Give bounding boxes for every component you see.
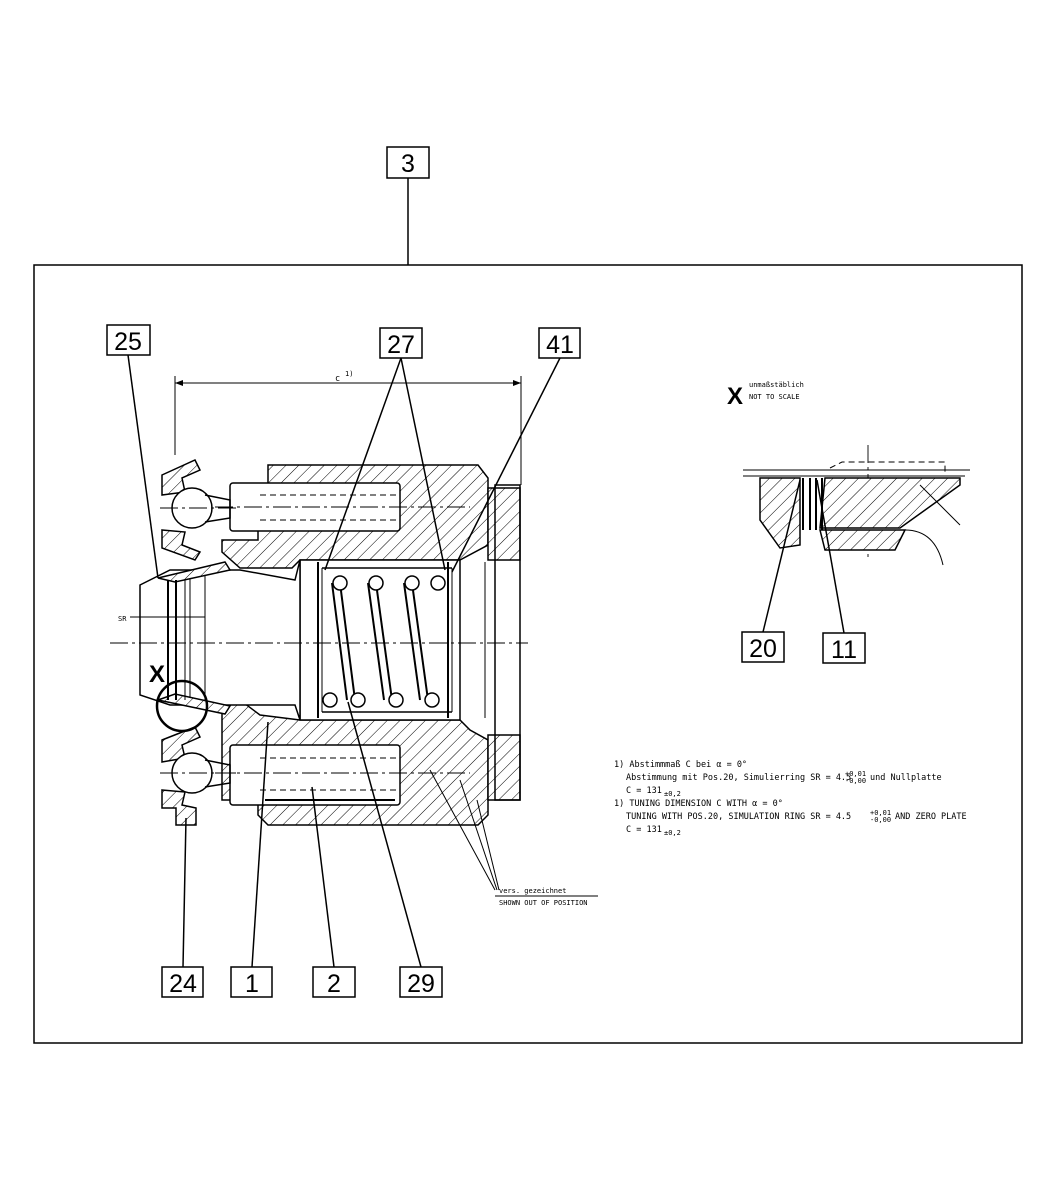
note-en-tol-lower: -0,00 [870, 816, 891, 824]
callout-3-label: 3 [401, 150, 415, 178]
callout-24-label: 24 [169, 970, 197, 998]
note-de-tol-lower: -0,00 [845, 777, 866, 785]
springs [322, 575, 446, 708]
upper-ball-joint [160, 459, 240, 561]
callout-2: 2 [311, 786, 356, 998]
callout-20-label: 20 [749, 635, 777, 663]
callout-1-label: 1 [245, 970, 259, 998]
note-en-tol-upper: +0,01 [870, 809, 891, 817]
callout-27-label: 27 [387, 331, 415, 359]
callout-29: 29 [347, 701, 443, 998]
note-en-line2-end: AND ZERO PLATE [895, 812, 967, 822]
detail-piston [819, 477, 961, 529]
piston [139, 559, 301, 721]
note-de-tol-upper: +0,01 [845, 770, 866, 778]
callout-41-label: 41 [546, 331, 574, 359]
callout-1: 1 [230, 721, 273, 998]
right-flange-lower [487, 734, 521, 801]
callout-3: 3 [386, 146, 430, 265]
note-de-line2-end: und Nullplatte [870, 773, 942, 783]
right-flange [487, 487, 521, 561]
note-en-line3-tol: ±0,2 [664, 829, 681, 837]
notes-block: 1) Abstimmmaß C bei α = 0° Abstimmung mi… [614, 760, 967, 837]
detail-x-circle [155, 679, 209, 733]
callout-27: 27 [324, 327, 446, 571]
callout-11-label: 11 [831, 636, 857, 664]
note-de-line1: 1) Abstimmmaß C bei α = 0° [614, 760, 747, 770]
main-section-view: c 1) [110, 370, 598, 907]
detail-x-marker: X [149, 661, 165, 688]
detail-scale-de: unmaßstäblich [749, 381, 804, 389]
dimension-c-footnote: 1) [345, 370, 353, 378]
note-de-line3: C = 131 [626, 786, 662, 796]
drawing-frame [33, 264, 1023, 1044]
note-en-line2: TUNING WITH POS.20, SIMULATION RING SR =… [626, 812, 851, 822]
detail-view-letter: X [727, 383, 743, 410]
detail-housing [759, 477, 801, 549]
note-en-line1: 1) TUNING DIMENSION C WITH α = 0° [614, 799, 783, 809]
callout-20: 20 [741, 479, 801, 663]
position-note-en: SHOWN OUT OF POSITION [499, 899, 588, 907]
note-en-line3: C = 131 [626, 825, 662, 835]
callout-41: 41 [451, 327, 581, 573]
callout-11: 11 [816, 479, 866, 664]
lower-ball-joint [160, 726, 240, 826]
detail-x-view: X unmaßstäblich NOT TO SCALE [727, 381, 970, 566]
callout-25: 25 [106, 324, 159, 579]
dimension-c-label: c [335, 374, 340, 384]
detail-scale-en: NOT TO SCALE [749, 393, 800, 401]
callout-2-label: 2 [327, 970, 341, 998]
dimension-c: c 1) [174, 370, 522, 485]
sr-label: SR [118, 615, 127, 623]
callout-29-label: 29 [407, 970, 435, 998]
position-note-de: vers. gezeichnet [499, 887, 566, 895]
dust-boot-upper [157, 561, 232, 583]
callout-25-label: 25 [114, 328, 142, 356]
note-de-line2: Abstimmung mit Pos.20, Simulierring SR =… [626, 773, 851, 783]
note-de-line3-tol: ±0,2 [664, 790, 681, 798]
callout-24: 24 [161, 817, 204, 998]
